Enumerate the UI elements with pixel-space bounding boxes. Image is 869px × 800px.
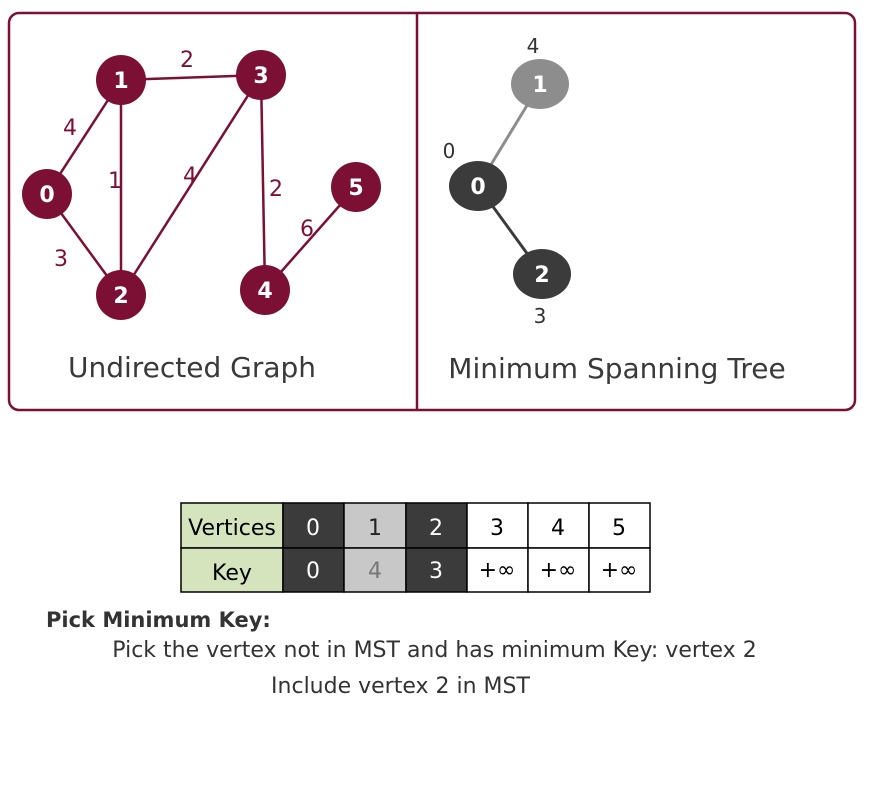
mst-node-0-key: 0 [443, 139, 456, 163]
table-key-3: +∞ [479, 558, 516, 583]
graph-node-4: 4 [240, 265, 290, 315]
table-key-0: 0 [306, 559, 320, 584]
table-vertex-cell-1 [343, 502, 407, 549]
graph-node-2-label: 2 [113, 284, 128, 309]
graph-node-5-circle [331, 162, 381, 212]
mst-node-0-label: 0 [470, 175, 485, 200]
graph-node-4-label: 4 [257, 279, 272, 304]
graph-node-3-label: 3 [253, 64, 268, 89]
graph-node-1: 1 [96, 55, 146, 105]
edge-weights: 4 2 1 3 4 2 6 [54, 48, 314, 272]
edge-3-4 [259, 74, 267, 291]
table-key-cell-3 [466, 547, 529, 593]
graph-edges [45, 73, 357, 296]
table-key-5: +∞ [601, 558, 638, 583]
table-vertex-4: 4 [551, 516, 565, 541]
table-header-key: Key [212, 561, 252, 586]
graph-node-2: 2 [96, 270, 146, 320]
table-vertex-cell-5 [588, 502, 651, 549]
graph-node-3-circle [236, 50, 286, 100]
table-key-cell-5 [588, 547, 651, 593]
table-vertex-cell-0 [282, 502, 345, 549]
edge-weight-4-5: 6 [300, 217, 314, 242]
graph-node-3: 3 [236, 50, 286, 100]
mst-title: Minimum Spanning Tree [448, 352, 785, 385]
panels-frame [7, 11, 857, 412]
graph-node-2-circle [96, 270, 146, 320]
table-header-vertices: Vertices [188, 516, 276, 541]
mst-node-2-key: 3 [534, 304, 547, 328]
table-key-cell-0 [282, 547, 345, 593]
table-vertex-3: 3 [490, 516, 504, 541]
graph-nodes: 0 1 2 3 4 5 [22, 50, 381, 320]
table-vertex-2: 2 [429, 516, 443, 541]
mst-node-2: 2 3 [513, 249, 571, 328]
table-key-cell-1 [343, 547, 407, 593]
mst-node-1-circle [511, 59, 569, 109]
step-action: Include vertex 2 in MST [271, 674, 530, 699]
step-description: Pick the vertex not in MST and has minim… [112, 638, 757, 663]
table-key-cell-2 [405, 547, 468, 593]
table-vertex-5: 5 [612, 516, 626, 541]
key-table: Vertices 0 1 2 3 4 5 Key 0 4 3 +∞ +∞ +∞ [180, 502, 651, 593]
table-key-2: 3 [429, 559, 443, 584]
mst-node-0-circle [449, 161, 507, 211]
mst-node-2-circle [513, 249, 571, 299]
mst-node-0: 0 0 [443, 139, 507, 211]
graph-node-5-label: 5 [348, 176, 363, 201]
edge-weight-3-4: 2 [269, 177, 283, 202]
edge-weight-2-3: 4 [183, 164, 197, 189]
table-vertex-1: 1 [368, 516, 382, 541]
graph-node-1-label: 1 [113, 69, 128, 94]
edge-weight-0-2: 3 [54, 247, 68, 272]
mst-nodes: 1 4 0 0 2 3 [443, 34, 571, 328]
mst-node-1-key: 4 [527, 34, 540, 58]
edge-2-3 [119, 74, 263, 296]
graph-node-5: 5 [331, 162, 381, 212]
table-key-4: +∞ [540, 558, 577, 583]
mst-node-2-label: 2 [534, 263, 549, 288]
graph-node-0-circle [22, 169, 72, 219]
graph-title: Undirected Graph [68, 351, 316, 384]
graph-node-0-label: 0 [39, 183, 54, 208]
step-heading: Pick Minimum Key: [46, 608, 271, 632]
table-key-1: 4 [368, 559, 382, 584]
graph-node-4-circle [240, 265, 290, 315]
mst-node-1-label: 1 [532, 73, 547, 98]
mst-node-1: 1 4 [511, 34, 569, 109]
graph-node-0: 0 [22, 169, 72, 219]
edge-weight-1-2: 1 [108, 169, 122, 194]
edge-weight-0-1: 4 [63, 116, 77, 141]
table-vertex-0: 0 [306, 516, 320, 541]
table-vertex-cell-4 [527, 502, 590, 549]
edge-weight-1-3: 2 [180, 48, 194, 73]
graph-node-1-circle [96, 55, 146, 105]
